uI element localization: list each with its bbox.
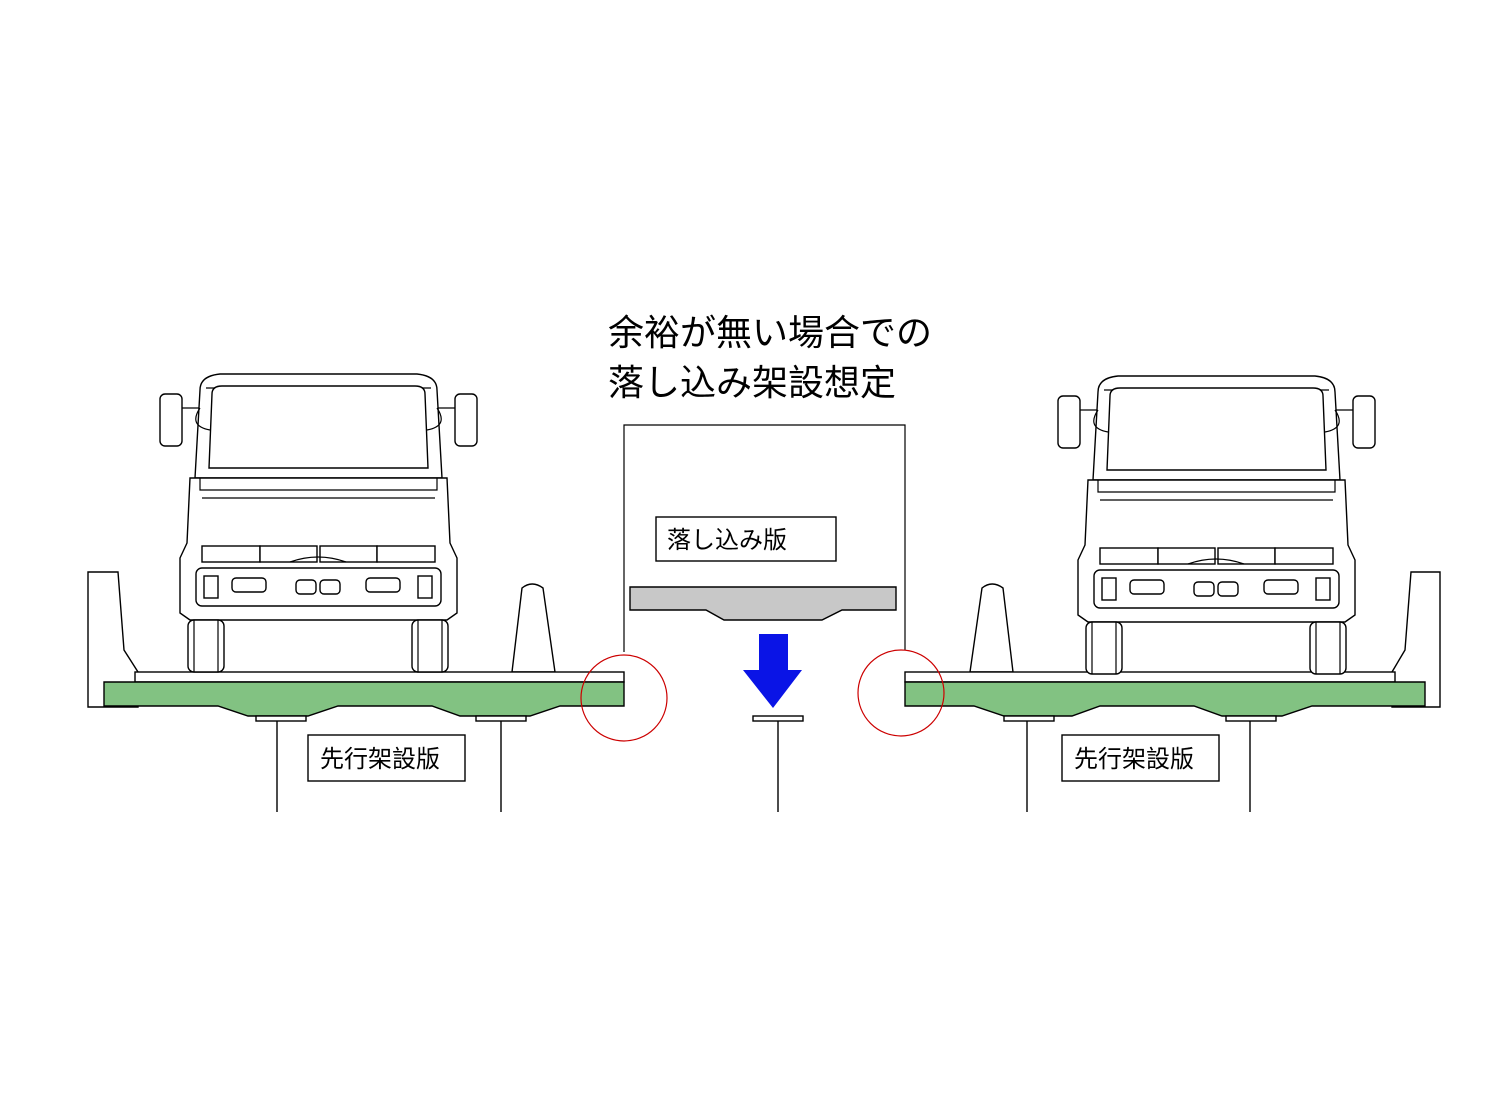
right-outer-barrier	[1391, 571, 1441, 708]
drop-slab	[629, 586, 897, 621]
right-truck-icon	[1057, 375, 1376, 675]
gap-bracket	[623, 424, 906, 652]
left-median-barrier	[511, 583, 556, 673]
right-clearance-highlight	[857, 649, 945, 737]
left-clearance-highlight	[580, 654, 668, 742]
title-line-1: 余裕が無い場合での	[608, 313, 932, 354]
left-deck: 先行架設版	[87, 373, 625, 812]
left-truck-icon	[159, 373, 478, 673]
right-median-barrier	[969, 583, 1014, 673]
left-pavement	[134, 671, 625, 683]
left-slab-label-box	[307, 734, 466, 782]
right-preceding-slab	[904, 681, 1426, 717]
right-slab-label: 先行架設版	[1074, 745, 1194, 773]
title-line-2: 落し込み架設想定	[608, 363, 896, 404]
down-arrow-icon	[743, 634, 802, 708]
drop-slab-label: 落し込み版	[667, 526, 787, 554]
left-slab-label: 先行架設版	[320, 745, 440, 773]
drop-in-zone: 落し込み版	[623, 424, 906, 812]
drop-slab-label-box	[655, 516, 837, 562]
left-outer-barrier	[87, 571, 139, 708]
right-slab-label-box	[1061, 734, 1220, 782]
left-preceding-slab	[103, 681, 625, 717]
right-deck: 先行架設版	[904, 375, 1441, 812]
